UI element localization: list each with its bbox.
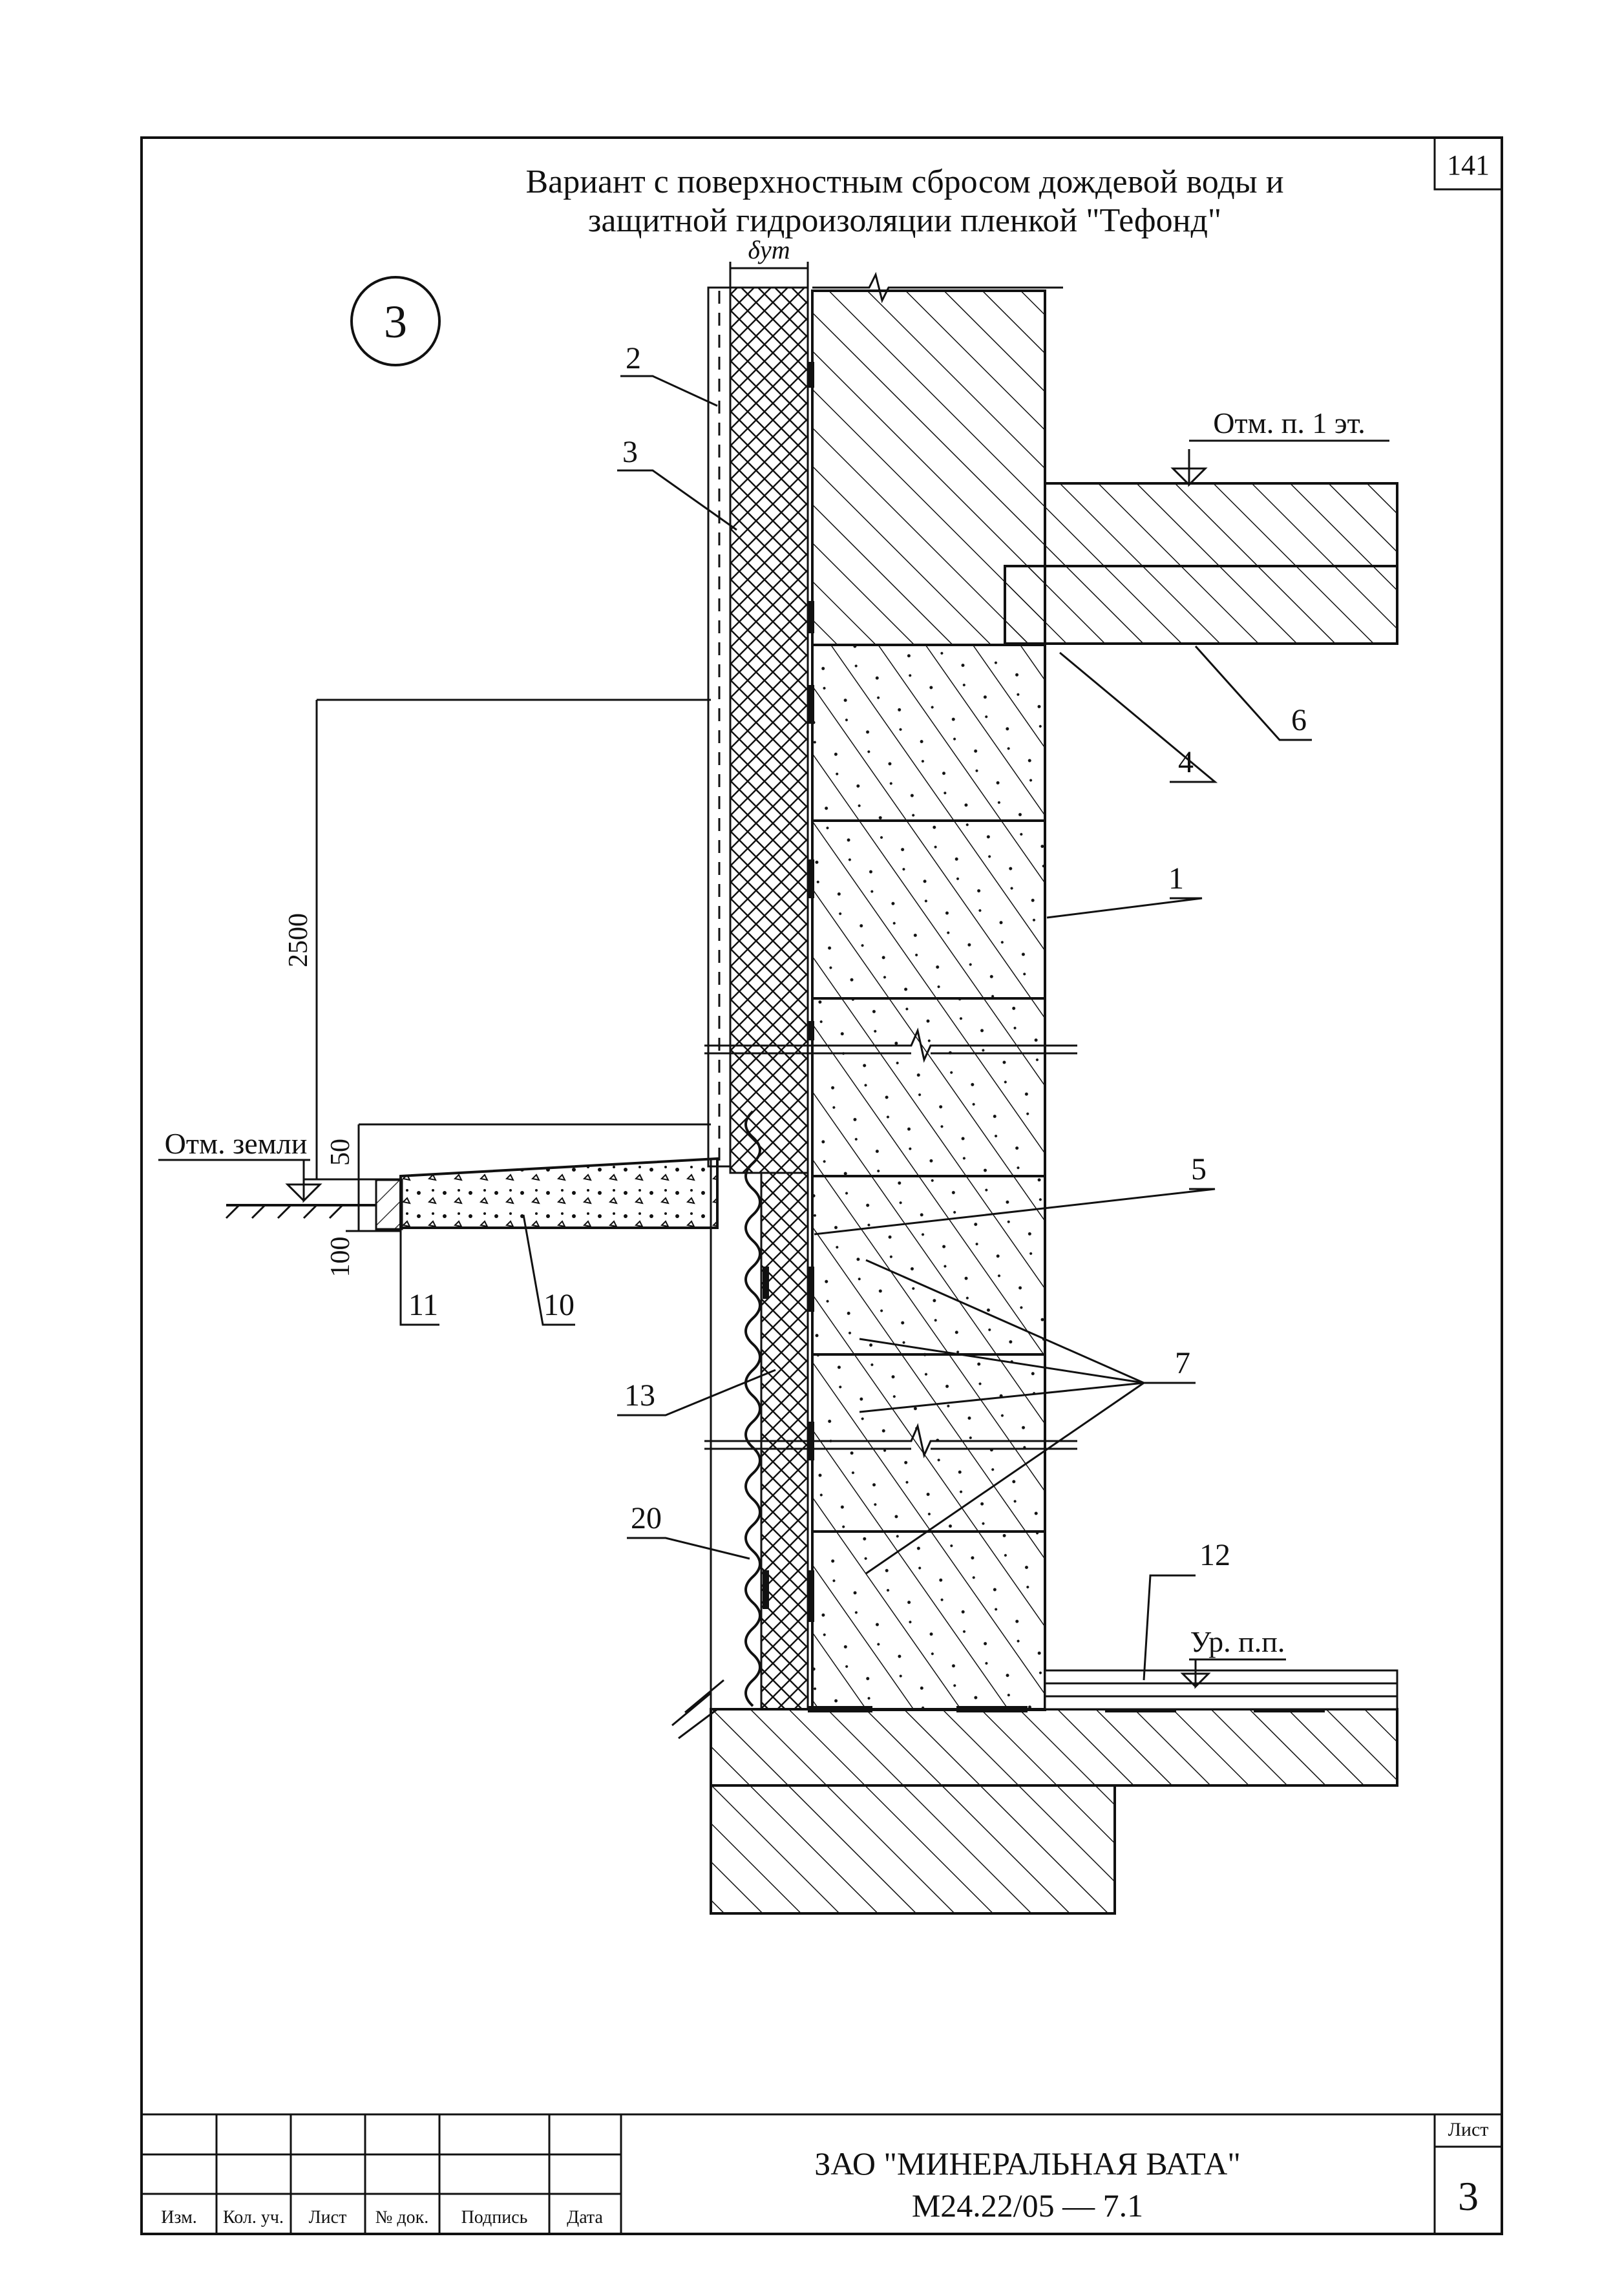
- label-7: 7: [1175, 1346, 1190, 1380]
- label-1: 1: [1168, 861, 1184, 896]
- ground-line: [225, 1204, 724, 1740]
- floor-slab-upper: [1044, 482, 1398, 567]
- dimension-lines: [304, 699, 711, 1232]
- label-5: 5: [1191, 1152, 1207, 1186]
- blind-area: [399, 1157, 719, 1229]
- insulation-upper: [729, 286, 809, 1174]
- mark-ground: Отм. земли: [165, 1127, 308, 1160]
- detail-marker: [350, 276, 441, 366]
- col-kol-uch: Кол. уч.: [223, 2207, 284, 2227]
- label-2: 2: [626, 341, 641, 375]
- col-izm: Изм.: [161, 2207, 197, 2227]
- col-signature: Подпись: [461, 2207, 528, 2227]
- tefond-membrane: [744, 1110, 761, 1707]
- label-4: 4: [1178, 745, 1194, 779]
- mark-floor1: Отм. п. 1 эт.: [1213, 406, 1365, 439]
- label-12: 12: [1199, 1538, 1230, 1572]
- insulation-thickness-label: δут: [748, 235, 790, 264]
- title-block-sheet-number: 3: [1458, 2173, 1479, 2219]
- label-13: 13: [624, 1378, 655, 1413]
- dim-50: 50: [326, 1139, 355, 1166]
- wall-section: [225, 271, 1398, 1915]
- detail-number: 3: [384, 296, 407, 348]
- col-list: Лист: [309, 2207, 347, 2227]
- base-slab: [710, 1708, 1398, 1787]
- curb-stone: [375, 1179, 403, 1230]
- label-10: 10: [543, 1288, 575, 1322]
- mark-floor-level: Ур. п.п.: [1190, 1625, 1285, 1658]
- title-block-columns: Изм. Кол. уч. Лист № док. Подпись Дата: [161, 2207, 603, 2227]
- sheet-number: 141: [1447, 149, 1490, 181]
- label-3: 3: [622, 435, 638, 469]
- col-date: Дата: [567, 2207, 603, 2227]
- title-block-org: ЗАО "МИНЕРАЛЬНАЯ ВАТА": [814, 2145, 1241, 2182]
- label-20: 20: [631, 1501, 662, 1535]
- label-11: 11: [408, 1288, 438, 1322]
- dim-100: 100: [326, 1237, 355, 1278]
- label-6: 6: [1291, 703, 1307, 737]
- title-block-code: М24.22/05 — 7.1: [912, 2187, 1143, 2224]
- title-block-sheet-label: Лист: [1448, 2119, 1489, 2140]
- col-doc-no: № док.: [375, 2207, 429, 2227]
- title-block: [142, 2113, 1502, 2234]
- foundation-block: [710, 1784, 1116, 1915]
- dim-2500: 2500: [284, 913, 313, 967]
- leader-labels: 1 2 3 4 5 6 7 10 11 12 13 20: [408, 341, 1307, 1572]
- insulation-thickness-dim: [729, 262, 809, 288]
- plaster-layer: [707, 286, 732, 1168]
- floor-slab-beam: [1004, 565, 1398, 645]
- leader-lines: [399, 375, 1312, 1681]
- level-marks: [158, 439, 1389, 1689]
- floor-buildup: [1044, 1669, 1398, 1711]
- sheet-frame: [140, 136, 1503, 2235]
- drawing-title-line1: Вариант с поверхностным сбросом дождевой…: [525, 163, 1283, 200]
- drawing-title-line2: защитной гидроизоляции пленкой "Тефонд": [588, 202, 1221, 239]
